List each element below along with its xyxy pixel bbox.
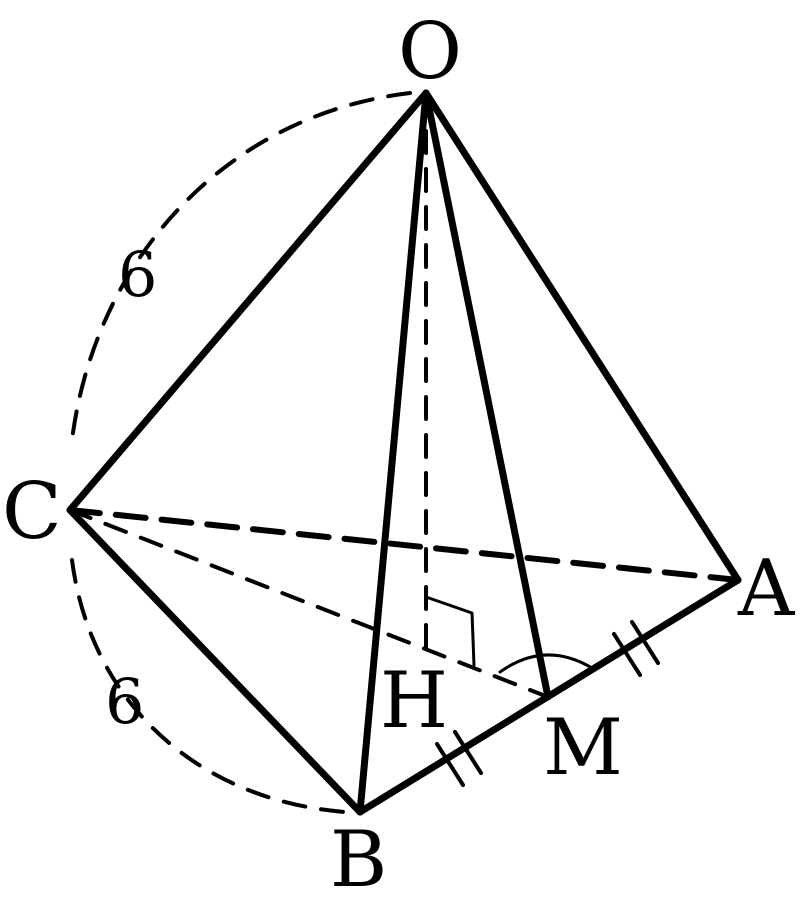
label-m: M [543,703,623,793]
angle-mark-m [498,653,594,674]
segment-c-m [68,508,550,699]
right-angle-mark-h [424,595,476,667]
edge-c-a [67,507,741,583]
label-b: B [330,815,387,905]
edge-b-a [356,576,742,816]
edge-c-b [66,506,364,816]
label-o: O [398,7,462,97]
length-label-oc: 6 [118,238,157,311]
edge-o-a [422,89,742,584]
tick-bm-2 [453,730,483,775]
edge-o-b [356,89,430,816]
arc-o-c [70,91,412,442]
edge-o-c [66,89,430,514]
length-label-cb: 6 [105,665,144,738]
tick-ma-1 [612,632,642,677]
arc-c-b [70,558,347,814]
label-h: H [380,656,448,746]
label-a: A [737,544,796,634]
tick-ma-2 [630,620,660,665]
segment-o-m [422,89,552,701]
label-c: C [2,467,62,557]
tick-bm-1 [435,742,465,787]
